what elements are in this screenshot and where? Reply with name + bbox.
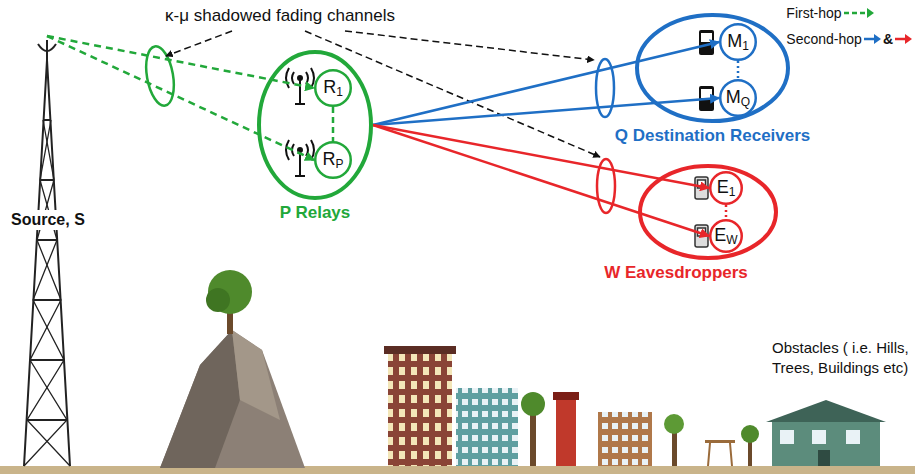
legend-conjunction: & xyxy=(883,31,893,47)
terminal-circle: MQ xyxy=(719,79,757,117)
cluster-heading: Q Destination Receivers xyxy=(615,126,811,146)
source-label: Source, S xyxy=(8,210,88,230)
node-label: MQ xyxy=(726,88,750,108)
legend-arrow-sample xyxy=(864,33,881,45)
terminal-circle: EW xyxy=(709,219,743,253)
terminal-circle: E1 xyxy=(709,171,743,205)
hill xyxy=(160,270,305,468)
connector xyxy=(332,107,335,141)
terminal-circle: RP xyxy=(314,141,352,179)
connector xyxy=(47,36,314,160)
node-label: R1 xyxy=(323,78,343,98)
ellipse-outline xyxy=(635,13,790,123)
leader-arrow xyxy=(166,31,600,157)
legend-arrow-sample xyxy=(895,33,912,45)
legend: First-hopSecond-hop & xyxy=(786,5,912,47)
terminal-circle: R1 xyxy=(314,69,352,107)
legend-text: Second-hop xyxy=(786,31,862,47)
legend-text: First-hop xyxy=(786,5,841,21)
obstacles-note: Obstacles ( i.e. Hills, Trees, Buildings… xyxy=(772,338,910,377)
terminal-circle: M1 xyxy=(719,23,757,61)
source-node: Source, S xyxy=(2,36,92,468)
node-label: E1 xyxy=(717,178,736,198)
cluster-heading: P Relays xyxy=(280,203,351,223)
connector xyxy=(725,205,728,219)
source-tower xyxy=(24,40,70,466)
node-label: RP xyxy=(322,150,343,170)
legend-row: First-hop xyxy=(786,5,873,21)
connector xyxy=(737,61,740,79)
legend-arrow-sample xyxy=(844,7,874,19)
cluster-heading: W Eavesdroppers xyxy=(604,263,748,283)
connector xyxy=(47,36,314,88)
cluster-ellipse: Q Destination ReceiversM1MQ xyxy=(635,13,790,123)
ellipse-outline xyxy=(257,50,373,200)
ellipse-outline xyxy=(638,164,778,260)
node-label: EW xyxy=(714,226,737,246)
legend-row: Second-hop & xyxy=(786,31,912,47)
channel-caption: κ-μ shadowed fading channels xyxy=(165,6,395,26)
cluster-ellipse: W EavesdroppersE1EW xyxy=(638,164,778,260)
cluster-ellipse: P RelaysR1RP xyxy=(257,50,373,200)
ground xyxy=(0,466,915,474)
node-label: M1 xyxy=(727,32,749,52)
